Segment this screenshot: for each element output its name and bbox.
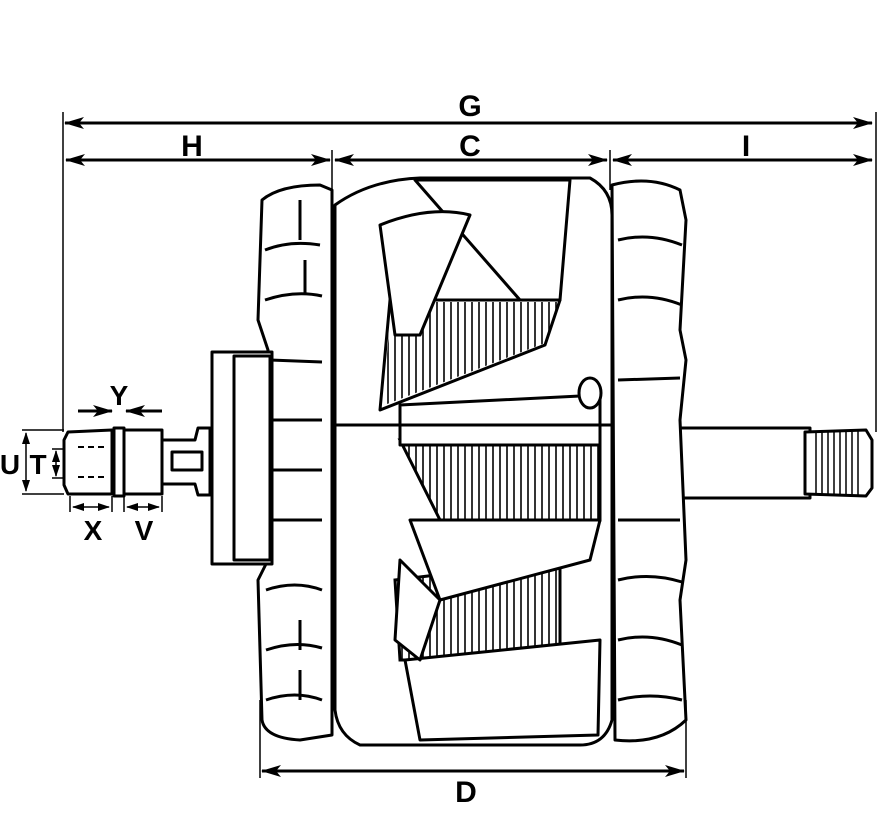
dimension-y: Y — [78, 380, 162, 417]
slip-ring-assembly — [158, 350, 274, 566]
right-shaft — [658, 426, 874, 500]
dimension-v: V — [123, 496, 163, 546]
claw-pole-body — [333, 176, 614, 747]
left-shaft — [62, 426, 164, 498]
label-i: I — [742, 130, 750, 163]
label-v: V — [135, 515, 154, 546]
label-y: Y — [110, 380, 129, 411]
label-x: X — [84, 515, 103, 546]
right-fan — [610, 179, 688, 743]
label-d: D — [455, 776, 477, 809]
dimension-h: H — [65, 130, 331, 166]
dimension-u: U — [0, 429, 64, 495]
label-h: H — [181, 130, 203, 163]
dimension-c: C — [334, 130, 608, 166]
left-fan — [256, 183, 334, 742]
dimension-i: I — [612, 130, 873, 166]
label-u: U — [0, 449, 20, 480]
label-t: T — [29, 449, 46, 480]
dimension-x: X — [69, 496, 113, 546]
dimension-t: T — [29, 448, 64, 480]
dimension-g: G — [64, 90, 873, 129]
label-c: C — [459, 130, 481, 163]
thread — [815, 431, 859, 495]
dimension-d: D — [261, 765, 685, 809]
label-g: G — [458, 90, 481, 123]
